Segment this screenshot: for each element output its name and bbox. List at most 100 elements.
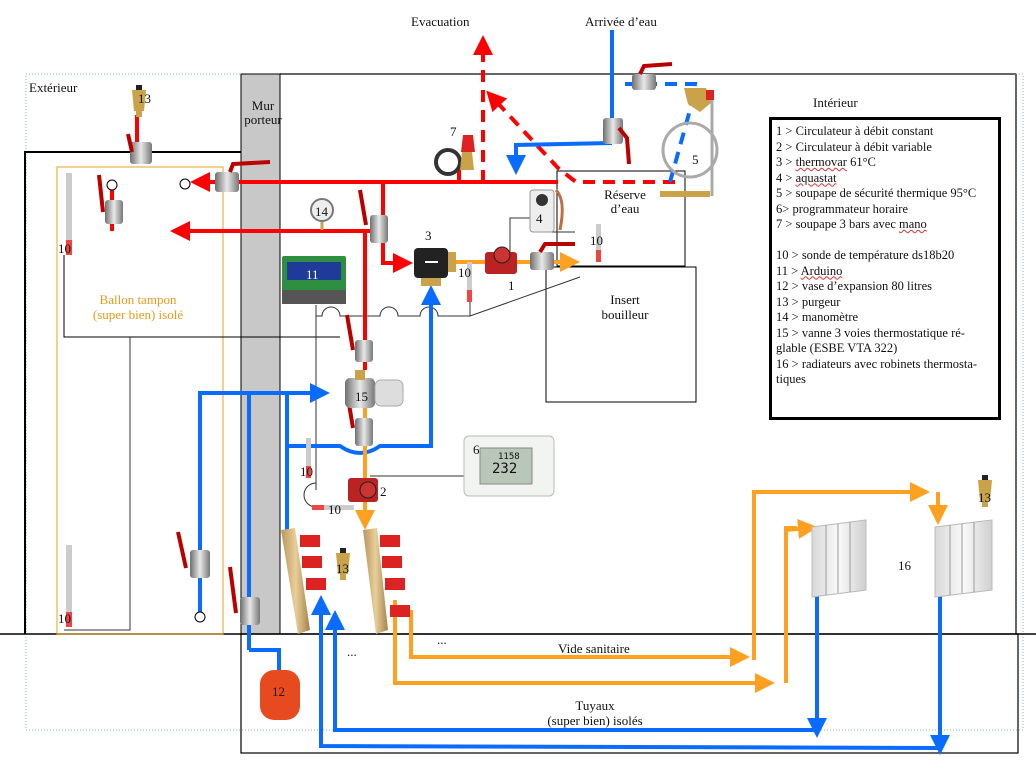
legend-text: Circulateur à débit constant <box>795 124 934 138</box>
thermostat-temp: 232 <box>492 461 518 477</box>
legend-text: purgeur <box>801 294 841 309</box>
manometre-icon <box>310 198 334 230</box>
insert-line1: Insert <box>610 292 640 307</box>
pipe-end-icon <box>106 179 118 191</box>
tag-10: 10 <box>58 611 71 626</box>
evac-dashed-diag <box>486 90 675 184</box>
reserve-line1: Réserve <box>604 187 646 202</box>
tag-10: 10 <box>590 233 603 248</box>
mixed-rad1-in <box>785 518 818 539</box>
mur-porteur <box>240 73 281 635</box>
tag-16: 16 <box>898 558 911 573</box>
thermostat-time: 1158 <box>498 452 520 462</box>
ball-valve-icon[interactable] <box>176 531 210 578</box>
legend-text: Arduino <box>800 263 843 278</box>
legend-text: Circulateur à débit variable <box>795 139 932 154</box>
legend-prefix: 6> <box>776 201 793 216</box>
circulateur-1-icon <box>485 246 517 274</box>
legend-item: 10 > sonde de température ds18b20 <box>776 248 994 264</box>
programmateur-icon[interactable] <box>463 435 555 497</box>
legend-text: soupape 3 bars avec <box>795 217 899 231</box>
sonde-icon <box>66 545 72 627</box>
legend-item: 1 > Circulateur à débit constant <box>776 124 994 140</box>
ball-valve-icon[interactable] <box>126 133 152 164</box>
tag-10: 10 <box>300 464 313 479</box>
tag-10: 10 <box>458 265 471 280</box>
zone-interieur-label: Intérieur <box>813 95 858 110</box>
legend-item: 5 > soupape de sécurité thermique 95°C <box>776 186 994 202</box>
cold-expansion <box>249 648 281 670</box>
mixed-rise-1 <box>752 482 930 660</box>
wire-sensor-loop <box>303 482 350 508</box>
legend-prefix: 14 > <box>776 310 802 324</box>
legend-prefix: 12 > <box>776 279 802 293</box>
zone-exterieur-label: Extérieur <box>29 80 78 95</box>
tag-3: 3 <box>425 228 432 243</box>
reserve-eau-label: Réserve d’eau <box>590 188 660 216</box>
ballon-enclosure <box>24 151 241 634</box>
wire-aquastat <box>509 217 530 254</box>
collecteur-depart-icon <box>363 528 410 634</box>
legend-item: 6> programmateur horaire <box>776 202 994 218</box>
legend-text: vase d’expansion 80 litres <box>801 279 932 293</box>
hot-to-thermovar <box>381 182 413 273</box>
tag-4: 4 <box>536 211 543 226</box>
legend-item: 11 > Arduino <box>776 264 994 280</box>
legend-prefix: 11 > <box>776 263 801 278</box>
legend-item: 7 > soupape 3 bars avec mano <box>776 217 994 233</box>
legend-text: programmateur horaire <box>792 201 909 216</box>
legend-item: 12 > vase d’expansion 80 litres <box>776 279 994 295</box>
collecteur-retour-icon <box>281 528 326 634</box>
legend-prefix: 13 > <box>776 294 802 309</box>
legend-prefix: 5 > <box>776 186 796 200</box>
tag-7: 7 <box>450 124 457 139</box>
legend-item: 15 > vanne 3 voies thermostatique ré-gla… <box>776 326 994 357</box>
insert-line2: bouilleur <box>601 307 649 322</box>
ball-valve-icon[interactable] <box>632 62 673 90</box>
mur-porteur-line2: porteur <box>244 112 282 127</box>
mur-porteur-label: Mur porteur <box>243 99 283 127</box>
legend-prefix: 15 > <box>776 325 802 340</box>
ball-valve-icon[interactable] <box>530 242 575 270</box>
evacuation-label: Evacuation <box>411 14 470 29</box>
circulateur-2-icon <box>348 478 378 502</box>
ball-valve-icon[interactable] <box>347 403 373 446</box>
ball-valve-icon[interactable] <box>228 566 260 625</box>
ballon-inner-line <box>63 255 340 338</box>
insert-bouilleur-label: Insert bouilleur <box>590 292 660 322</box>
ball-valve-icon[interactable] <box>215 160 271 192</box>
legend-text: aquastat <box>795 170 837 185</box>
sonde-icon <box>312 505 354 510</box>
soupape-7-icon <box>434 135 475 176</box>
tag-11: 11 <box>306 267 319 282</box>
ballon-inner-line-2 <box>64 337 131 631</box>
cold-to-reserve <box>506 141 613 175</box>
ball-valve-icon[interactable] <box>358 189 388 243</box>
purgeur-icon <box>978 475 992 507</box>
legend-prefix: 10 > <box>776 248 802 262</box>
sonde-icon <box>66 173 72 255</box>
legend-text: sonde de température ds18b20 <box>801 248 955 262</box>
tuyaux-line2: (super bien) isolés <box>547 713 643 728</box>
cold-bypass-dashed <box>625 82 698 183</box>
sonde-icon <box>467 262 472 302</box>
ballon-line2: (super bien) isolé <box>92 307 184 322</box>
ball-valve-icon[interactable] <box>603 118 631 165</box>
wire-arduino-bus <box>316 276 581 317</box>
cold-collector-1 <box>325 610 817 732</box>
tuyaux-line1: Tuyaux <box>575 698 615 713</box>
ball-valve-icon[interactable] <box>345 314 373 362</box>
purgeur-icon <box>336 548 350 580</box>
reserve-line2: d’eau <box>610 201 640 216</box>
tag-10: 10 <box>58 241 71 256</box>
tag-1: 1 <box>508 278 515 293</box>
arduino-icon <box>282 256 346 304</box>
legend-suffix: mano <box>899 217 927 231</box>
aquastat-icon <box>529 188 564 233</box>
ball-valve-icon[interactable] <box>97 174 123 224</box>
tag-5: 5 <box>692 152 699 167</box>
tag-14: 14 <box>315 204 328 219</box>
mixed-rise-2 <box>784 526 797 683</box>
legend-item: 2 > Circulateur à débit variable <box>776 140 994 156</box>
ellipsis-1: ... <box>437 632 447 647</box>
